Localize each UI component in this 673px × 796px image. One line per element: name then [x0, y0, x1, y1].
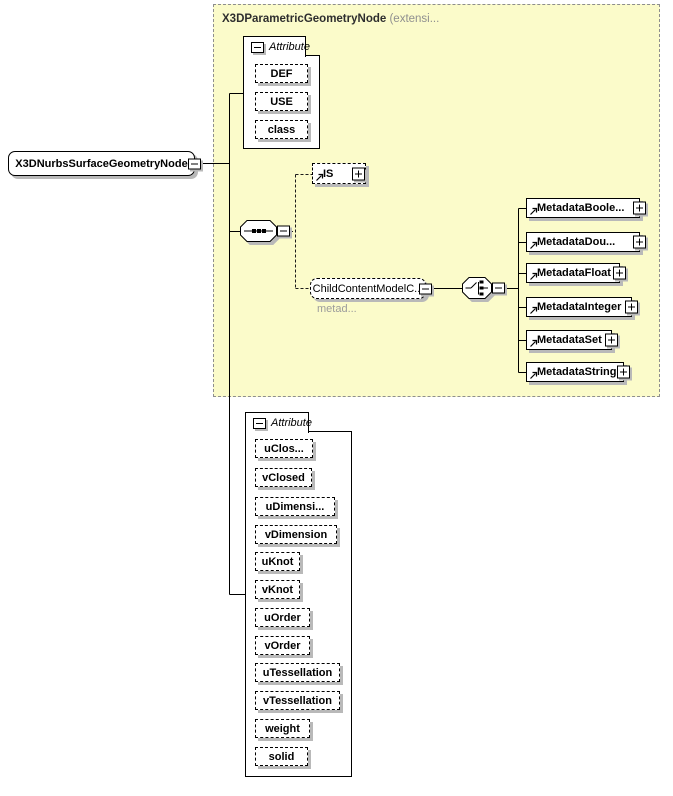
element-metadata-boolean[interactable]: MetadataBoole... [526, 198, 646, 218]
expand-icon[interactable] [633, 235, 646, 249]
attribute-box-vdimension[interactable]: vDimension [255, 525, 337, 544]
reference-arrow-icon [530, 241, 538, 249]
collapse-icon[interactable] [251, 41, 264, 53]
element-label: MetadataDou... [537, 236, 616, 248]
base-type-suffix: (extensi... [389, 13, 440, 25]
element-label: IS [323, 167, 334, 180]
element-metadata-double[interactable]: MetadataDou... [526, 232, 646, 252]
attribute-box-use[interactable]: USE [255, 92, 308, 111]
base-type-title: X3DParametricGeometryNode (extensi... [222, 13, 439, 25]
attribute-box-uknot[interactable]: uKnot [255, 552, 300, 571]
reference-arrow-icon [530, 371, 538, 379]
attribute-box-vtessellation[interactable]: vTessellation [255, 691, 340, 710]
reference-arrow-icon [530, 306, 538, 314]
sequence-icon [240, 220, 277, 242]
element-label: MetadataBoole... [537, 202, 625, 214]
attribute-box-vorder[interactable]: vOrder [255, 636, 310, 655]
own-attribute-group: Attribute uClos... vClosed uDimensi... v… [245, 412, 352, 777]
attribute-group-label: Attribute [271, 417, 312, 429]
reference-arrow-icon [530, 207, 538, 215]
element-metadata-integer[interactable]: MetadataInteger [526, 297, 638, 317]
attribute-box-weight[interactable]: weight [255, 719, 310, 738]
inherited-attribute-group: Attribute DEF USE class [243, 36, 320, 149]
element-childcontentmodel[interactable]: ChildContentModelC... [310, 278, 432, 299]
attribute-group-tab: Attribute [243, 36, 310, 57]
reference-arrow-icon [530, 339, 538, 347]
collapse-icon[interactable] [188, 158, 201, 169]
collapse-icon[interactable] [492, 282, 505, 294]
attribute-box-def[interactable]: DEF [255, 64, 308, 83]
attribute-group-label: Attribute [269, 41, 310, 53]
element-label: MetadataInteger [537, 301, 622, 313]
reference-arrow-icon [316, 173, 324, 181]
collapse-icon[interactable] [253, 417, 266, 429]
expand-icon[interactable] [625, 300, 638, 314]
choice-compositor[interactable] [462, 277, 505, 299]
expand-icon[interactable] [352, 167, 365, 180]
element-caption: metad... [317, 303, 357, 315]
attribute-group-tab: Attribute [245, 412, 312, 433]
collapse-icon[interactable] [277, 225, 290, 237]
element-label: MetadataSet [537, 334, 602, 346]
attribute-box-uclosed[interactable]: uClos... [255, 439, 313, 458]
element-metadata-string[interactable]: MetadataString [526, 362, 630, 382]
attribute-box-class[interactable]: class [255, 120, 308, 139]
element-metadata-set[interactable]: MetadataSet [526, 330, 618, 350]
sequence-compositor[interactable] [240, 220, 290, 242]
attribute-box-vclosed[interactable]: vClosed [255, 468, 312, 487]
base-type-name: X3DParametricGeometryNode [222, 13, 387, 25]
attribute-box-udimension[interactable]: uDimensi... [255, 497, 335, 516]
reference-arrow-icon [530, 272, 538, 280]
element-label: ChildContentModelC... [312, 282, 424, 295]
element-label: MetadataString [537, 366, 617, 378]
collapse-icon[interactable] [419, 283, 432, 294]
attribute-box-vknot[interactable]: vKnot [255, 580, 300, 599]
root-element[interactable]: X3DNurbsSurfaceGeometryNode [8, 151, 201, 176]
element-is[interactable]: IS [312, 163, 366, 184]
expand-icon[interactable] [613, 266, 626, 280]
expand-icon[interactable] [605, 333, 618, 347]
attribute-box-utessellation[interactable]: uTessellation [255, 663, 340, 682]
element-label: MetadataFloat [537, 267, 611, 279]
element-metadata-float[interactable]: MetadataFloat [526, 263, 626, 283]
attribute-box-solid[interactable]: solid [255, 747, 308, 766]
choice-icon [462, 277, 492, 299]
attribute-box-uorder[interactable]: uOrder [255, 608, 310, 627]
expand-icon[interactable] [633, 201, 646, 215]
expand-icon[interactable] [617, 365, 630, 379]
root-element-label: X3DNurbsSurfaceGeometryNode [15, 157, 188, 170]
